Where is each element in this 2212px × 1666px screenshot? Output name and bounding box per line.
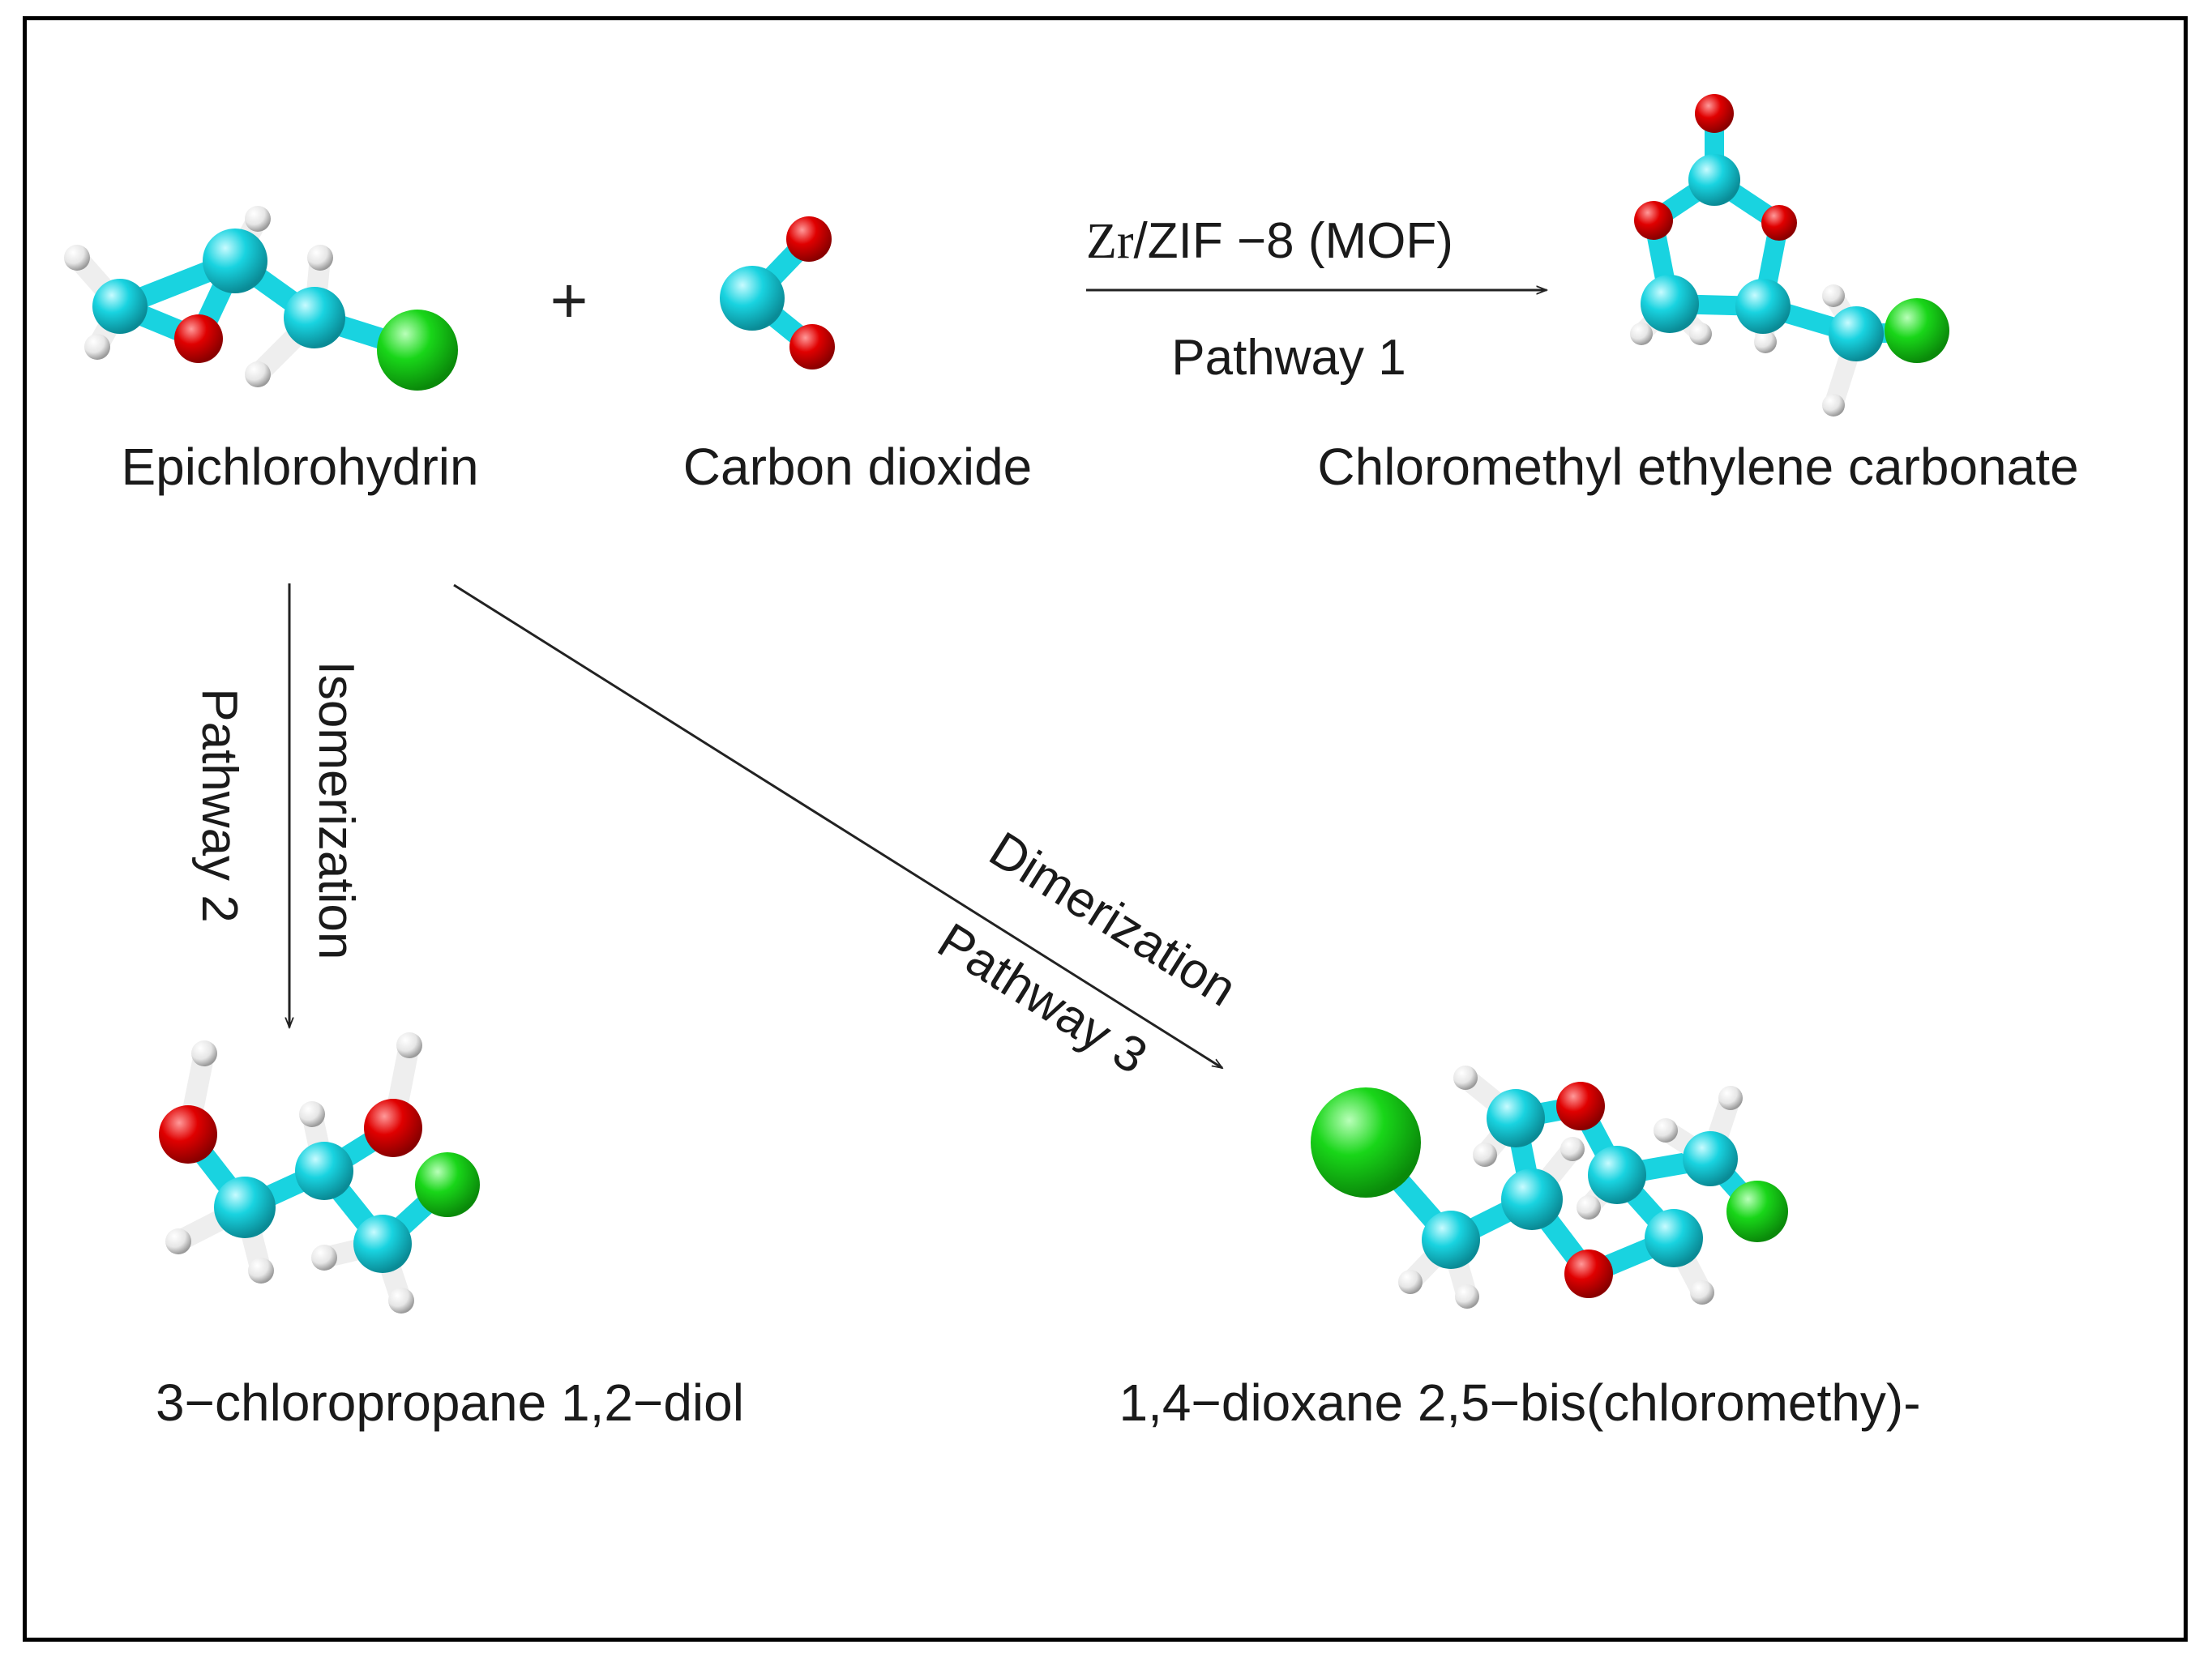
chloropropanediol-molecule bbox=[159, 1032, 480, 1314]
product2-label: 3−chloropropane 1,2−diol bbox=[156, 1373, 744, 1432]
product1-label: Chloromethyl ethylene carbonate bbox=[1317, 438, 2078, 496]
dioxane-molecule bbox=[1311, 1066, 1788, 1309]
epichlorohydrin-label: Epichlorohydrin bbox=[121, 438, 478, 496]
pathway2-label: Pathway 2 bbox=[191, 688, 247, 923]
plus-sign: + bbox=[550, 264, 588, 336]
epichlorohydrin-molecule bbox=[64, 206, 458, 391]
pathway1-label: Pathway 1 bbox=[1171, 330, 1406, 386]
catalyst-label: Zr/ZIF −8 (MOF) bbox=[1086, 213, 1453, 269]
carbon-dioxide-molecule bbox=[720, 216, 835, 370]
isomerization-label: Isomerization bbox=[308, 661, 364, 960]
carbon-dioxide-label: Carbon dioxide bbox=[683, 438, 1033, 496]
product3-label: 1,4−dioxane 2,5−bis(chloromethy)- bbox=[1119, 1373, 1921, 1432]
catalyst-rest: /ZIF −8 (MOF) bbox=[1134, 213, 1453, 269]
pathway3-arrow bbox=[453, 583, 1222, 1068]
chloromethyl-ethylene-carbonate-molecule bbox=[1630, 94, 1949, 416]
catalyst-zr: Zr bbox=[1086, 214, 1134, 269]
